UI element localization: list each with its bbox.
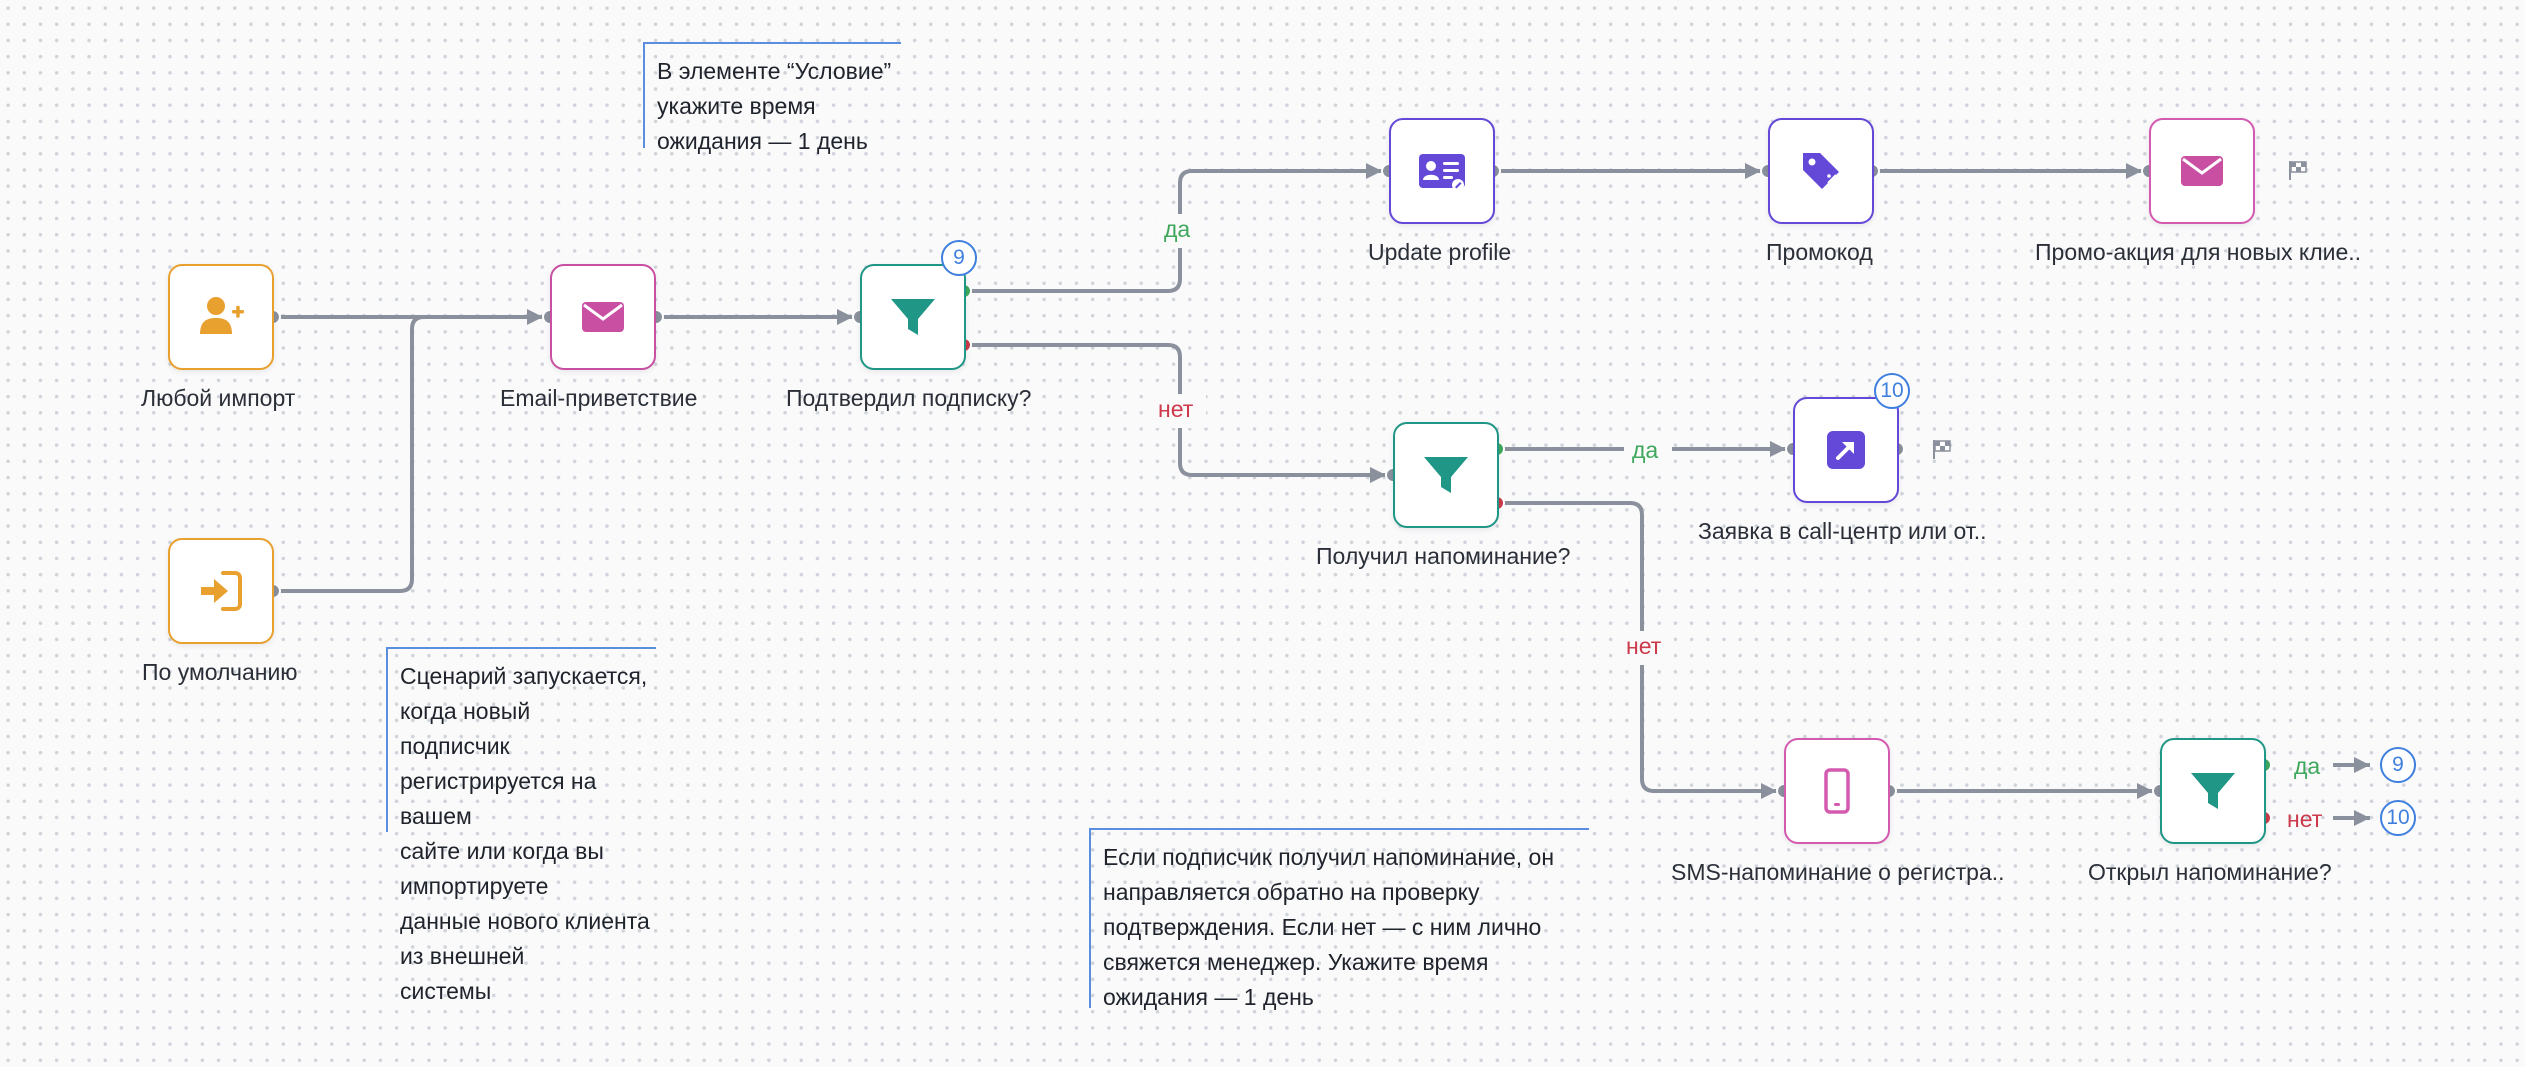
note-line: ожидания — 1 день [657, 128, 868, 154]
sign-in-icon [201, 571, 242, 611]
node-label-any-import: Любой импорт [141, 385, 296, 411]
arrow-head [1370, 467, 1386, 483]
envelope-icon [2181, 156, 2223, 186]
node-update-profile[interactable] [1389, 118, 1495, 224]
node-any-import[interactable] [168, 264, 274, 370]
node-call-center[interactable] [1793, 397, 1899, 503]
node-label-opened-reminder: Открыл напоминание? [2088, 859, 2332, 885]
note-line: Сценарий запускается, когда новый [400, 663, 648, 724]
branch-label-no: нет [2287, 806, 2323, 832]
arrow-head [1761, 783, 1777, 799]
external-link-icon [1827, 431, 1865, 469]
jump-target-yes-badge[interactable]: 9 [2380, 747, 2416, 783]
note-line: укажите время [657, 93, 816, 119]
note-line: подтверждения. Если нет — с ним лично [1103, 914, 1542, 940]
note-line: Если подписчик получил напоминание, он [1103, 844, 1555, 870]
note-reminder-logic[interactable]: Если подписчик получил напоминание, он н… [1089, 828, 1589, 1010]
node-promo-action[interactable] [2149, 118, 2255, 224]
node-got-reminder[interactable] [1393, 422, 1499, 528]
node-label-sms-reminder: SMS-напоминание о регистра.. [1671, 859, 2005, 885]
node-label-email-welcome: Email-приветствие [500, 385, 698, 411]
note-line: направляется обратно на проверку [1103, 879, 1480, 905]
arrow-head [2354, 757, 2370, 773]
node-default[interactable] [168, 538, 274, 644]
branch-label-yes: да [1164, 216, 1191, 242]
label-mask [1618, 631, 1674, 665]
node-opened-reminder[interactable] [2160, 738, 2266, 844]
note-condition-wait[interactable]: В элементе “Условие” укажите время ожида… [643, 42, 901, 154]
node-id-badge: 10 [1874, 373, 1910, 409]
filter-icon [1424, 457, 1468, 493]
finish-flag-icon [2289, 161, 2307, 180]
filter-icon [891, 299, 935, 335]
arrow-head [527, 309, 543, 325]
branch-label-no: нет [1626, 633, 1662, 659]
node-label-promo-code: Промокод [1766, 239, 1873, 265]
arrow-head [1366, 163, 1382, 179]
jump-target-no-badge[interactable]: 10 [2380, 800, 2416, 836]
arrow-head [837, 309, 853, 325]
node-id-badge: 9 [941, 240, 977, 276]
node-promo-code[interactable] [1768, 118, 1874, 224]
branch-label-yes: да [1632, 437, 1659, 463]
node-confirmed-subscription[interactable] [860, 264, 966, 370]
arrow-head [2137, 783, 2153, 799]
label-mask [1150, 394, 1206, 428]
finish-flag-icon [1933, 440, 1951, 459]
node-label-call-center: Заявка в call-центр или от.. [1698, 518, 1987, 544]
price-tag-icon [1803, 153, 1839, 189]
note-line: ожидания — 1 день [1103, 984, 1314, 1010]
node-label-default: По умолчанию [142, 659, 298, 685]
note-line: данные нового клиента из внешней [400, 908, 650, 969]
note-line: В элементе “Условие” [657, 58, 892, 84]
node-label-update-profile: Update profile [1368, 239, 1512, 265]
node-email-welcome[interactable] [550, 264, 656, 370]
node-sms-reminder[interactable] [1784, 738, 1890, 844]
arrow-head [1745, 163, 1761, 179]
add-user-icon [200, 297, 244, 334]
filter-icon [2191, 773, 2235, 809]
node-label-confirmed: Подтвердил подписку? [786, 385, 1032, 411]
note-line: подписчик регистрируется на вашем [400, 733, 597, 829]
smartphone-icon [1824, 768, 1850, 814]
arrow-head [2126, 163, 2142, 179]
label-mask [1156, 214, 1204, 248]
branch-label-no: нет [1158, 396, 1194, 422]
label-mask [1624, 435, 1672, 469]
branch-label-yes: да [2294, 753, 2321, 779]
envelope-icon [582, 302, 624, 332]
id-card-icon [1419, 154, 1465, 191]
note-line: системы [400, 978, 492, 1004]
node-label-got-reminder: Получил напоминание? [1316, 543, 1571, 569]
link-default-to-email [273, 315, 543, 593]
note-scenario-start[interactable]: Сценарий запускается, когда новый подпис… [386, 647, 656, 1004]
note-line: сайте или когда вы импортируете [400, 838, 604, 899]
arrow-head [1770, 441, 1786, 457]
note-line: свяжется менеджер. Укажите время [1103, 949, 1489, 975]
node-label-promo-action: Промо-акция для новых клие.. [2035, 239, 2362, 265]
arrow-head [2354, 810, 2370, 826]
